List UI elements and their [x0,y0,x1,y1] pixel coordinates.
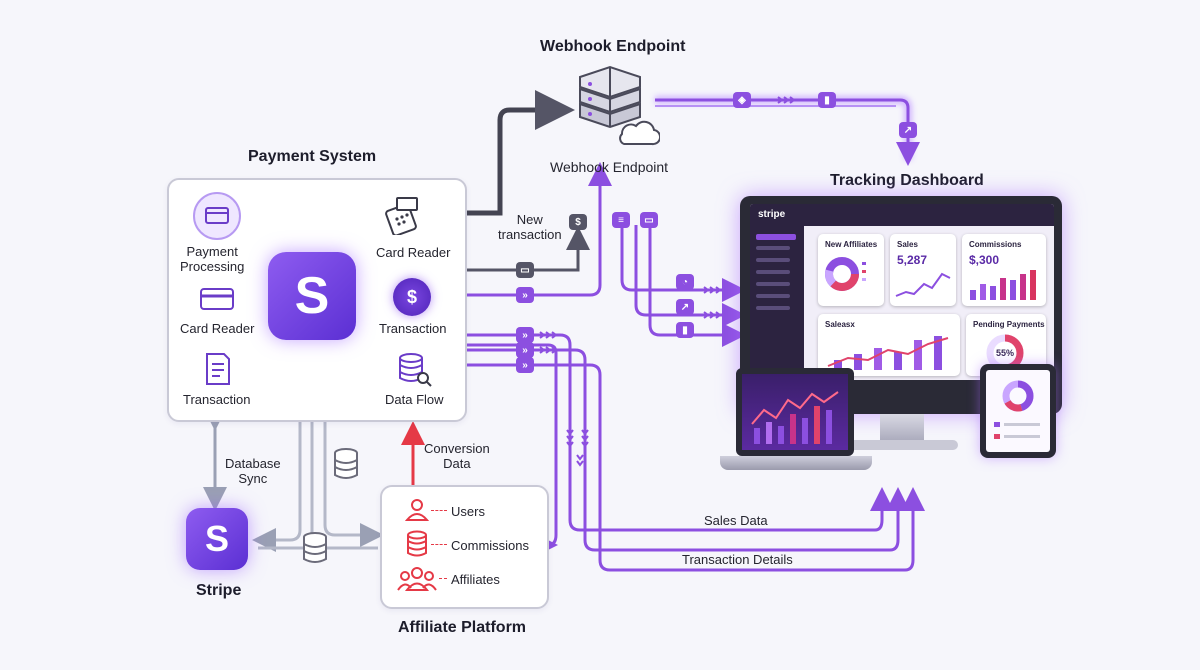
database-search-icon [399,353,432,387]
forward-chip-icon: » [516,287,534,303]
forward-chip-4-icon: » [516,357,534,373]
card-sales: Sales 5,287 [890,234,956,306]
sales-data-label: Sales Data [704,513,768,528]
users-icon [397,567,437,591]
tablet-screen [986,370,1050,452]
line-transaction-details [465,348,910,552]
webhook-title: Webhook Endpoint [540,38,686,55]
sales-line-chart [895,272,951,297]
cloud-icon [619,120,660,146]
monitor-stand [880,414,924,442]
receipt-icon [206,353,230,385]
bar-chip-icon: ▮ [676,322,694,338]
affiliate-platform-title: Affiliate Platform [398,619,527,636]
dashboard-brand: stripe [758,209,786,220]
card-title-pending: Pending Payments [973,320,1045,329]
card-new-affiliates: New Affiliates [818,234,884,306]
pie-chip-icon: ◔ [676,274,694,290]
pending-value: 55% [996,348,1015,358]
payment-processing-icon [193,192,241,240]
card-reader-icon [385,197,418,235]
affiliate-item-commissions: Commissions [451,538,530,553]
card-title-commissions: Commissions [969,240,1022,249]
laptop-screen [742,374,848,450]
data-flow-label: Data Flow [385,392,444,407]
stripe-logo-tile: S [268,252,356,340]
monitor-base [846,440,958,450]
tracking-dashboard-title: Tracking Dashboard [830,172,984,189]
dollar-icon: $ [393,278,431,316]
card-title-new-affiliates: New Affiliates [825,240,878,249]
stripe-app-tile: S [186,508,248,570]
transaction-left-label: Transaction [183,392,251,407]
forward-chip-3-icon: » [516,342,534,358]
webhook-subtitle: Webhook Endpoint [550,159,669,175]
stripe-title: Stripe [196,582,242,599]
transaction-details-label: Transaction Details [682,552,793,567]
database-icon [334,448,358,479]
conversion-data-label: Conversion Data [424,441,490,471]
laptop-icon [736,368,854,456]
network-chip-icon: ◈ [733,92,751,108]
dash-2 [431,544,447,545]
salesx-combo-chart [827,336,949,370]
dash-1 [431,510,447,511]
server-icon [579,65,660,146]
card-dark-chip-icon: ▭ [516,262,534,278]
card-title-sales: Sales [897,240,918,249]
user-icon [405,499,429,521]
card-reader-right-label: Card Reader [376,245,451,260]
tablet-icon [980,364,1056,458]
line-new-transaction [465,226,590,272]
forward-chip-2-icon: » [516,327,534,343]
database-icon-2 [303,532,327,563]
affiliate-item-users: Users [451,504,485,519]
line-webhook-dashboard [655,98,920,166]
dashboard-sidebar [750,226,804,380]
card-title-salesx: Saleasx [825,320,855,329]
card-chip-icon: ▭ [640,212,658,228]
coins-icon [407,530,427,557]
database-sync-label: Database Sync [225,456,281,486]
card-reader-left-label: Card Reader [180,321,255,336]
line-payment-webhook [465,162,612,297]
card-salesx: Saleasx [818,314,960,376]
dashboard-screen: stripe New Affiliates Sales 5,287 [750,204,1054,380]
affiliate-item-affiliates: Affiliates [451,572,500,587]
credit-card-icon [200,288,234,310]
link-chip-icon: ↗ [899,122,917,138]
payment-processing-label: Payment Processing [180,244,245,274]
dashboard-topbar [750,204,1054,226]
card-commissions: Commissions $,300 [962,234,1046,306]
line-sales-data [465,333,894,532]
new-transaction-label: New transaction [498,212,562,242]
card-sales-value: 5,287 [897,253,928,267]
donut-chart [825,257,866,291]
dollar-chip-icon: $ [569,214,587,230]
chart-chip-icon: ▮ [818,92,836,108]
commissions-bar-chart [970,270,1036,300]
payment-system-title: Payment System [248,148,377,165]
trend-chip-icon: ↗ [676,299,694,315]
transaction-right-label: Transaction [379,321,447,336]
sliders-chip-icon: ≡ [612,212,630,228]
line-to-webhook [465,90,575,216]
card-commissions-value: $,300 [969,253,1000,267]
dash-3 [439,578,447,579]
laptop-keyboard [720,456,872,470]
